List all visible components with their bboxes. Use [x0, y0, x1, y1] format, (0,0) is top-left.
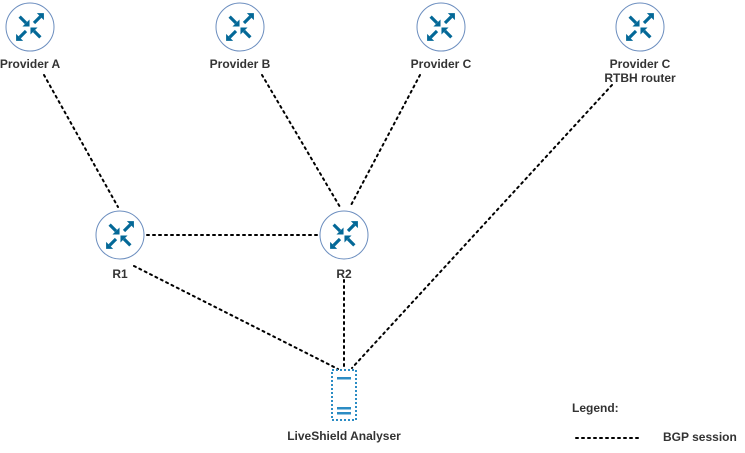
label-provider-c-rtbh-line1: Provider C: [610, 57, 671, 71]
legend-title: Legend:: [572, 401, 619, 415]
label-r1: R1: [112, 267, 128, 281]
router-icon: [319, 210, 369, 260]
server-icon: [331, 369, 357, 421]
label-provider-a: Provider A: [0, 57, 60, 71]
node-provider-b[interactable]: [215, 2, 265, 52]
node-provider-c[interactable]: [416, 2, 466, 52]
node-liveshield[interactable]: [331, 369, 357, 421]
router-icon: [615, 2, 665, 52]
link-provider-c-r2: [349, 74, 421, 208]
label-provider-c-rtbh-line2: RTBH router: [604, 71, 676, 85]
legend-bgp-label: BGP session: [663, 430, 737, 444]
router-icon: [5, 2, 55, 52]
router-icon: [416, 2, 466, 52]
node-provider-a[interactable]: [5, 2, 55, 52]
link-provider-b-r2: [261, 74, 341, 208]
label-provider-b: Provider B: [210, 57, 271, 71]
router-icon: [215, 2, 265, 52]
node-r1[interactable]: [95, 210, 145, 260]
label-liveshield: LiveShield Analyser: [287, 429, 401, 443]
label-provider-c: Provider C: [411, 57, 472, 71]
links: [43, 74, 613, 370]
node-provider-c-rtbh[interactable]: [615, 2, 665, 52]
legend: Legend: BGP session: [572, 401, 737, 444]
link-rtbh-liveshield: [351, 84, 613, 369]
node-r2[interactable]: [319, 210, 369, 260]
link-r1-liveshield: [133, 265, 339, 370]
router-icon: [95, 210, 145, 260]
label-r2: R2: [336, 267, 352, 281]
link-provider-a-r1: [43, 74, 119, 208]
